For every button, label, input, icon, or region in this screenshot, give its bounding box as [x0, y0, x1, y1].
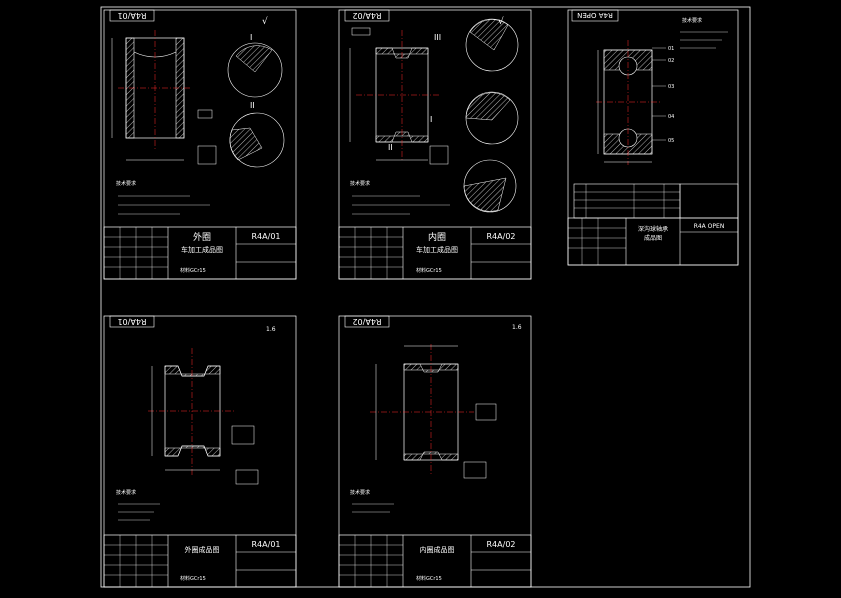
ring-top-section — [164, 365, 221, 377]
title-block — [338, 226, 532, 280]
title-block — [567, 217, 739, 266]
notes-header: 技术要求 — [350, 180, 370, 187]
sheet-code-top: R4A/02 — [353, 11, 382, 20]
sheet-inner-ring-turning: R4A/02 √ I II III 技术要求 — [338, 9, 532, 280]
drawing-number: R4A/02 — [487, 232, 516, 241]
title-line-2: 车加工成品图 — [416, 245, 458, 254]
title-block — [338, 534, 532, 588]
title-line-1: 深沟球轴承 — [638, 225, 668, 233]
notes-header: 技术要求 — [682, 17, 702, 24]
detail-view-I — [465, 18, 519, 72]
detail-III-hatch — [463, 177, 507, 212]
detail-II-hatch — [229, 127, 263, 161]
sheet-code-box — [571, 9, 619, 22]
sheet-code-top: R4A/01 — [118, 11, 147, 20]
detail-label-II: II — [388, 143, 393, 152]
sheet-code-box — [344, 315, 390, 328]
ring-bottom-section — [164, 445, 221, 457]
sheet-code-top: R4A/01 — [118, 317, 147, 326]
drawing-number: R4A/01 — [252, 232, 281, 241]
ring-top-section — [403, 363, 459, 373]
detail-label-III: III — [434, 33, 441, 42]
sheet-outer-ring-turning: R4A/01 √ I II 技术要求 — [103, 9, 297, 280]
sheet-bearing-assembly: R4A OPEN 01 02 03 04 05 技术要求 — [567, 9, 739, 266]
tolerance-frame-stack — [475, 403, 497, 421]
sheet-code-box — [109, 9, 155, 22]
part-label-04: 04 — [668, 114, 674, 120]
title-line-1: 外圈成品图 — [185, 545, 220, 554]
title-block — [103, 226, 297, 280]
surface-finish-mark: 1.6 — [512, 324, 522, 331]
surface-finish-mark: 1.6 — [266, 326, 276, 333]
tolerance-frame-stack — [197, 145, 217, 165]
detail-II-hatch — [465, 92, 511, 121]
title-line-1: 内圈成品图 — [420, 545, 455, 554]
sheet-code-top: R4A/02 — [353, 317, 382, 326]
material-label: 材料GCr15 — [180, 575, 206, 582]
detail-label-I: I — [430, 115, 432, 124]
tolerance-frame-stack — [235, 469, 259, 485]
part-label-03: 03 — [668, 84, 674, 90]
title-line-1: 外圈 — [193, 231, 211, 243]
material-label: 材料GCr15 — [416, 267, 442, 274]
notes-header: 技术要求 — [116, 489, 136, 496]
title-line-2: 车加工成品图 — [181, 245, 223, 254]
material-label: 材料GCr15 — [180, 267, 206, 274]
tolerance-frame-stack — [429, 145, 449, 165]
ring-bottom-section — [375, 131, 429, 143]
material-label: 材料GCr15 — [416, 575, 442, 582]
sheet-inner-ring-finished: R4A/02 1.6 技术要求 内圈成品图 材料GCr15 R — [338, 315, 532, 588]
title-line-1: 内圈 — [428, 231, 446, 243]
sheet-code-box — [109, 315, 155, 328]
sheet-code-box — [344, 9, 390, 22]
ring-top-section — [375, 47, 429, 59]
drawing-number: R4A/01 — [252, 540, 281, 549]
sheet-outer-ring-finished: R4A/01 1.6 技术要求 外圈成品图 材料GCr15 — [103, 315, 297, 588]
sheet-code-top: R4A OPEN — [577, 11, 613, 19]
drawing-number: R4A OPEN — [694, 223, 725, 230]
part-label-01: 01 — [668, 46, 674, 52]
notes-header: 技术要求 — [116, 180, 136, 187]
surface-finish-mark: √ — [262, 16, 268, 27]
detail-label-I: I — [250, 33, 252, 42]
title-line-2: 成品图 — [644, 234, 662, 242]
notes-header: 技术要求 — [350, 489, 370, 496]
drawing-number: R4A/02 — [487, 540, 516, 549]
detail-view-I — [227, 42, 283, 98]
parts-list-table — [573, 183, 739, 219]
ring-bottom-section — [403, 451, 459, 461]
part-label-05: 05 — [668, 138, 674, 144]
detail-I-hatch — [235, 45, 273, 73]
outer-drawing-border — [100, 6, 751, 588]
part-label-02: 02 — [668, 58, 674, 64]
tolerance-frame — [197, 109, 213, 119]
detail-I-hatch — [469, 19, 509, 51]
title-block — [103, 534, 297, 588]
detail-label-II: II — [250, 101, 255, 110]
tolerance-frame-stack — [463, 461, 487, 479]
tolerance-frame-stack — [231, 425, 255, 445]
tolerance-frame — [351, 27, 371, 36]
